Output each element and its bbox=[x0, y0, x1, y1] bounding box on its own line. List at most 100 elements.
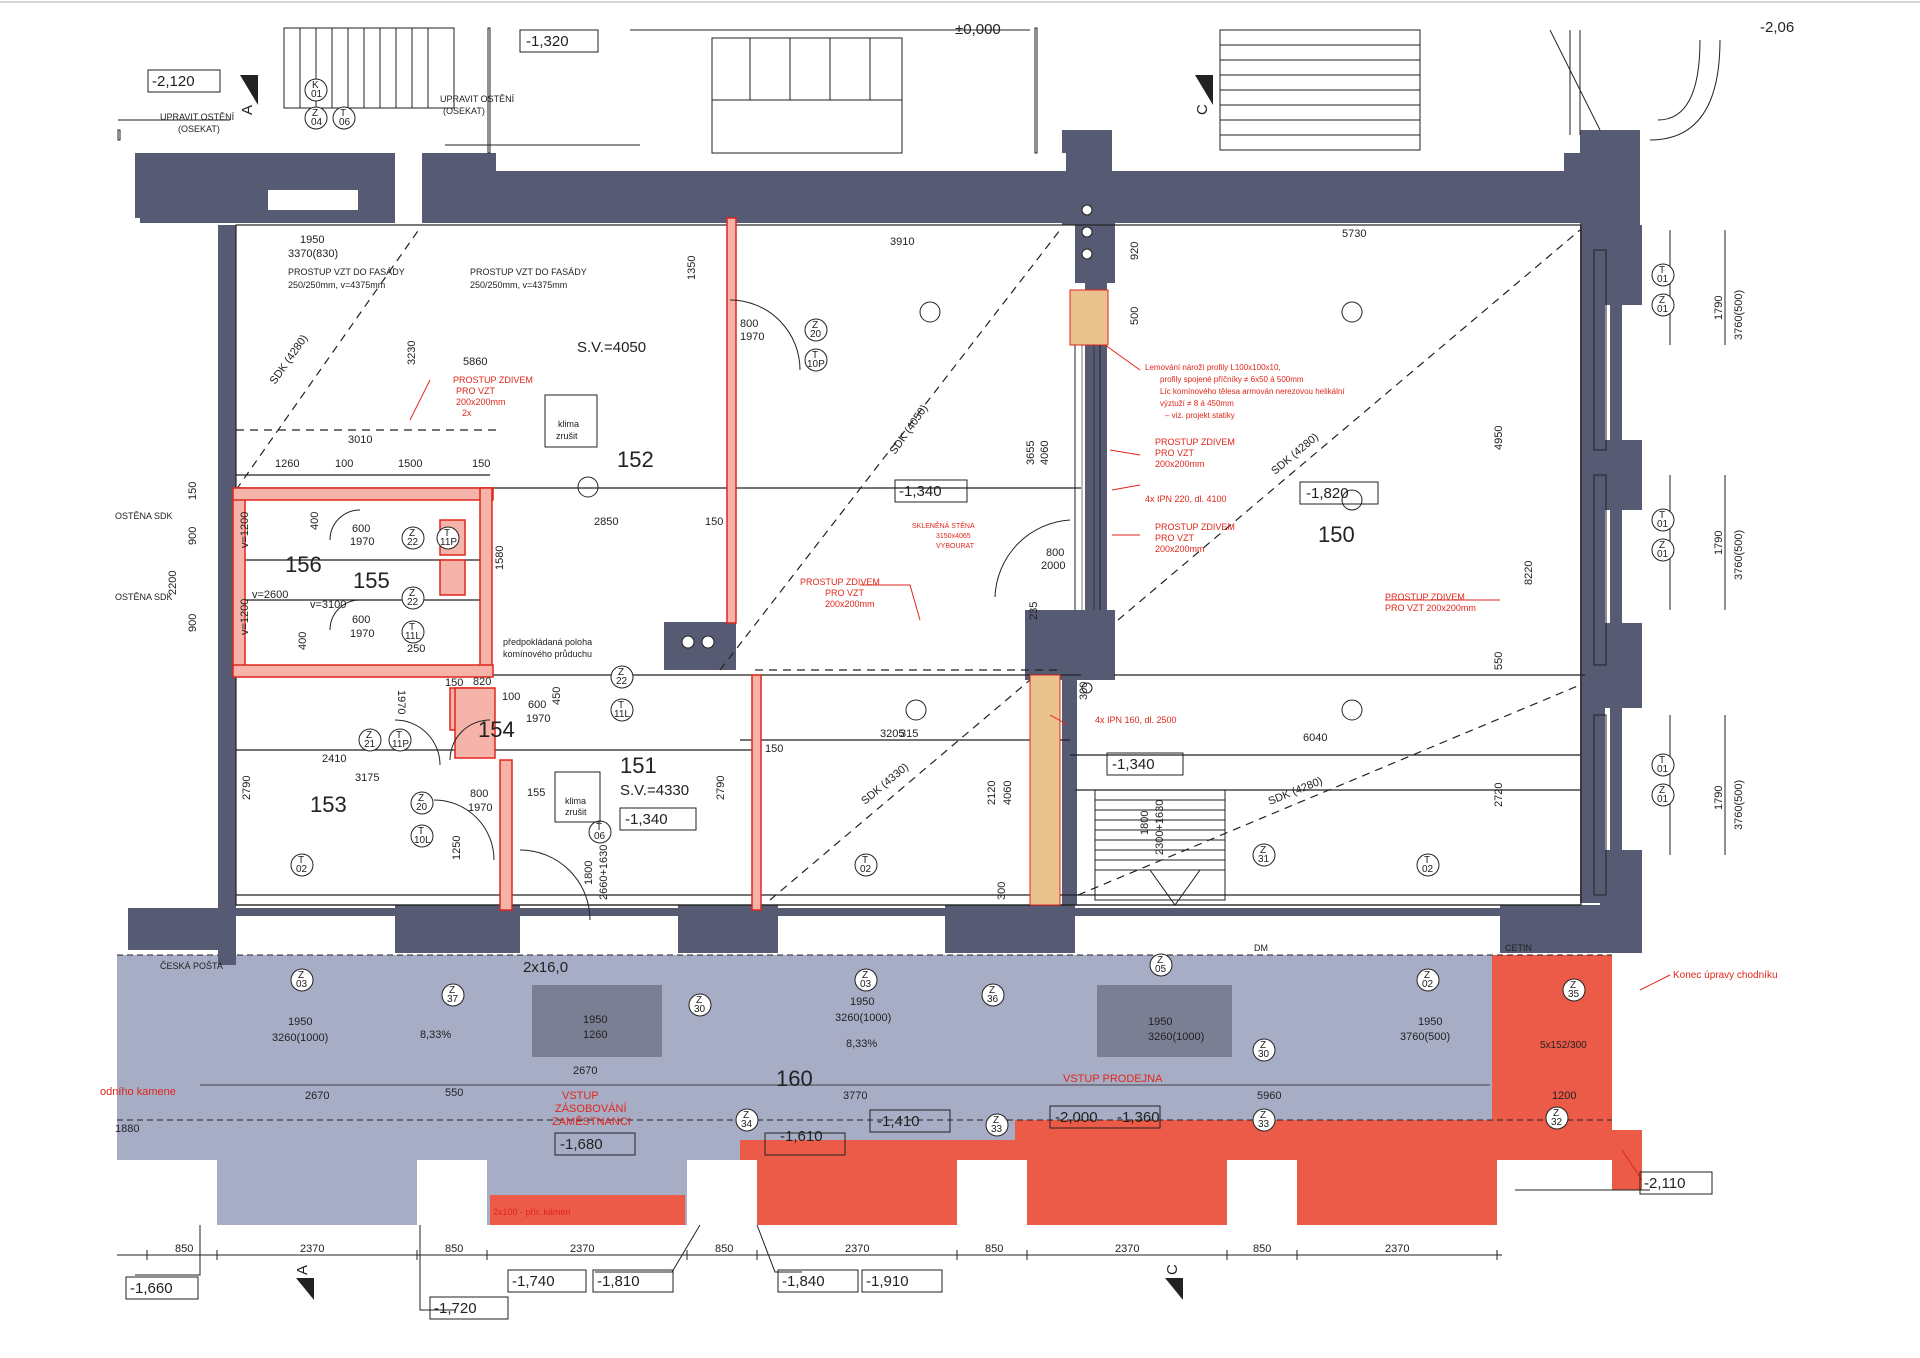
room-152: 152 bbox=[617, 447, 654, 472]
red-prostup-a-c: 200x200mm bbox=[456, 397, 506, 407]
dim-1950: 1950 bbox=[300, 234, 324, 246]
b-3260-b: 3260(1000) bbox=[835, 1012, 891, 1024]
section-a-bottom: A bbox=[294, 1265, 311, 1275]
v1200-b: v=1200 bbox=[239, 599, 251, 635]
level-m1820: -1,820 bbox=[1306, 485, 1349, 502]
note-osekat-1: (OSEKAT) bbox=[178, 124, 220, 134]
b-1950-c: 1950 bbox=[850, 996, 874, 1008]
red-lemovani-3: Líc komínového tělesa armován nerezovou … bbox=[1160, 387, 1345, 396]
dim-1350: 1350 bbox=[686, 256, 698, 280]
tag-z37-b: 37 bbox=[447, 994, 459, 1005]
tag-z22a-b: 22 bbox=[407, 537, 419, 548]
klima-boxes bbox=[544, 394, 601, 823]
tag-t06-b: 06 bbox=[339, 117, 351, 128]
tag-z01b-b: 01 bbox=[1657, 549, 1669, 560]
prirodniho-kamene: odního kamene bbox=[100, 1086, 176, 1098]
red-prostup-e: PROSTUP ZDIVEM bbox=[1385, 592, 1465, 602]
tag-z22c-b: 22 bbox=[616, 676, 628, 687]
vstup-zasobovani-c: ZAMĚSTNANCI bbox=[552, 1115, 631, 1128]
tag-z33a-b: 33 bbox=[991, 1124, 1003, 1135]
tag-z30b-b: 30 bbox=[1258, 1049, 1270, 1060]
dim-1500: 1500 bbox=[398, 458, 422, 470]
note-ceska-posta: ČESKÁ POŠTA bbox=[160, 961, 223, 971]
tag-z32-b: 32 bbox=[1551, 1117, 1563, 1128]
level-m1320: -1,320 bbox=[526, 33, 569, 50]
tag-z31-b: 31 bbox=[1258, 854, 1270, 865]
note-klima-2b: zrušit bbox=[565, 807, 587, 817]
red-prostup-a-b: PRO VZT bbox=[456, 386, 496, 396]
red-sklenena-2: 3150x4065 bbox=[936, 533, 971, 540]
red-prostup-c-b: PRO VZT bbox=[1155, 533, 1195, 543]
b-3260-a: 3260(1000) bbox=[272, 1032, 328, 1044]
tag-t01b-b: 01 bbox=[1657, 519, 1669, 530]
tag-z30b: Z bbox=[1260, 1040, 1266, 1051]
tag-z01c-b: 01 bbox=[1657, 794, 1669, 805]
red-lemovani-4: výztuží ≠ 8 á 450mm bbox=[1160, 399, 1234, 408]
dim-1800: 1800 bbox=[583, 861, 595, 885]
level-m1720: -1,720 bbox=[434, 1300, 477, 1317]
section-c-top: C bbox=[1194, 104, 1211, 115]
red-prostup-d-c: 200x200mm bbox=[825, 599, 875, 609]
f-850-b: 850 bbox=[445, 1243, 463, 1255]
top-stairs bbox=[117, 27, 1721, 154]
dim-250: 250 bbox=[407, 643, 425, 655]
b-1950-b: 1950 bbox=[583, 1014, 607, 1026]
stairs-room-150 bbox=[1094, 789, 1226, 906]
dim-100b: 100 bbox=[502, 691, 520, 703]
dim-2850: 2850 bbox=[594, 516, 618, 528]
red-prostup-b-b: PRO VZT bbox=[1155, 448, 1195, 458]
chimney-block bbox=[1029, 289, 1109, 906]
door-swings bbox=[329, 299, 1071, 921]
level-m2000: -2,000 bbox=[1055, 1109, 1098, 1126]
b-3770: 3770 bbox=[843, 1090, 867, 1102]
red-prostup-c-c: 200x200mm bbox=[1155, 544, 1205, 554]
room-153: 153 bbox=[310, 792, 347, 817]
dim-3205: 3205 bbox=[880, 728, 904, 740]
level-m1740: -1,740 bbox=[512, 1273, 555, 1290]
dim-4060: 4060 bbox=[1039, 441, 1051, 465]
dim-2660: 2660+1630 bbox=[598, 845, 610, 900]
b-2670-a: 2670 bbox=[305, 1090, 329, 1102]
level-labels: -1,320 ±0,000 -2,06 -2,120 -1,340 -1,820… bbox=[130, 19, 1794, 1317]
red-lemovani-5: – viz. projekt statiky bbox=[1165, 411, 1235, 420]
note-prostup-fasady-2b: 250/250mm, v=4375mm bbox=[470, 280, 567, 290]
tag-z20b: Z bbox=[418, 793, 424, 804]
room-155: 155 bbox=[353, 568, 390, 593]
v3100: v=3100 bbox=[310, 599, 346, 611]
tag-z03b-b: 03 bbox=[860, 979, 872, 990]
dim-600b: 600 bbox=[352, 614, 370, 626]
f-850-d: 850 bbox=[985, 1243, 1003, 1255]
dim-3760a: 3760(500) bbox=[1733, 290, 1745, 340]
tag-z33b: Z bbox=[1260, 1110, 1266, 1121]
tag-z04: Z bbox=[312, 108, 318, 119]
note-upravit-2: UPRAVIT OSTĚNÍ bbox=[440, 94, 515, 104]
tag-z20a: Z bbox=[812, 320, 818, 331]
dim-150d: 150 bbox=[187, 482, 199, 500]
dim-1250: 1250 bbox=[451, 836, 463, 860]
red-ipn220: 4x IPN 220, dl. 4100 bbox=[1145, 494, 1227, 504]
tag-t10p: T bbox=[812, 350, 818, 361]
dim-3230: 3230 bbox=[406, 341, 418, 365]
dim-1970f: 1970 bbox=[395, 690, 407, 714]
dim-900a: 900 bbox=[187, 527, 199, 545]
tag-circles bbox=[290, 78, 1675, 1137]
red-prostup-d-b: PRO VZT bbox=[825, 588, 865, 598]
dim-400b: 400 bbox=[297, 632, 309, 650]
level-m1340-c: -1,340 bbox=[625, 811, 668, 828]
red-ipn160: 4x IPN 160, dl. 2500 bbox=[1095, 715, 1177, 725]
tag-t10p-b: 10P bbox=[807, 359, 825, 370]
tag-z33b-b: 33 bbox=[1258, 1119, 1270, 1130]
level-m1360: -1,360 bbox=[1117, 1109, 1160, 1126]
tag-k: K bbox=[312, 80, 319, 91]
dim-2720: 2720 bbox=[1493, 783, 1505, 807]
dim-1580: 1580 bbox=[494, 546, 506, 570]
red-konec: Konec úpravy chodníku bbox=[1673, 970, 1778, 981]
structural-walls bbox=[128, 130, 1642, 965]
red-sklenena-3: VYBOURAT bbox=[936, 543, 975, 550]
dim-600c: 600 bbox=[528, 699, 546, 711]
vstup-zasobovani: VSTUP bbox=[562, 1090, 599, 1102]
dim-150c: 150 bbox=[765, 743, 783, 755]
b-1950-d: 1950 bbox=[1148, 1016, 1172, 1028]
dim-3910: 3910 bbox=[890, 236, 914, 248]
tag-t01c: T bbox=[1659, 755, 1665, 766]
